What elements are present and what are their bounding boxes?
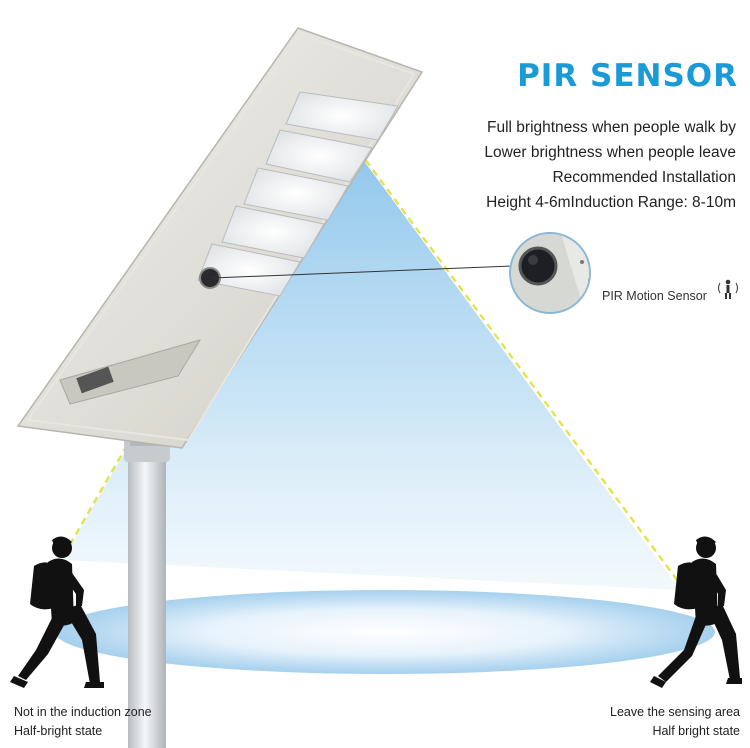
- left-caption-line-1: Not in the induction zone: [14, 705, 152, 719]
- description-line-1: Full brightness when people walk by: [487, 119, 736, 136]
- person-walking-icon-left: [10, 536, 104, 688]
- description-line-4: Height 4-6mInduction Range: 8-10m: [486, 194, 736, 211]
- person-walking-icon-right: [650, 536, 742, 688]
- pir-sensor-icon: [509, 232, 591, 314]
- pir-sensor-label: PIR Motion Sensor: [602, 289, 707, 303]
- page-title: PIR SENSOR: [517, 58, 738, 94]
- right-caption-line-2: Half bright state: [652, 724, 740, 738]
- description-line-2: Lower brightness when people leave: [484, 144, 736, 161]
- description-line-3: Recommended Installation: [552, 169, 736, 186]
- motion-person-icon: [718, 279, 738, 299]
- sensor-callout-line: [211, 265, 513, 279]
- street-lamp-icon: [16, 27, 424, 748]
- led-modules: [197, 91, 399, 297]
- ground-sensing-area: [55, 590, 715, 674]
- right-caption-line-1: Leave the sensing area: [610, 705, 740, 719]
- light-beam: [62, 108, 680, 590]
- left-caption-line-2: Half-bright state: [14, 724, 103, 738]
